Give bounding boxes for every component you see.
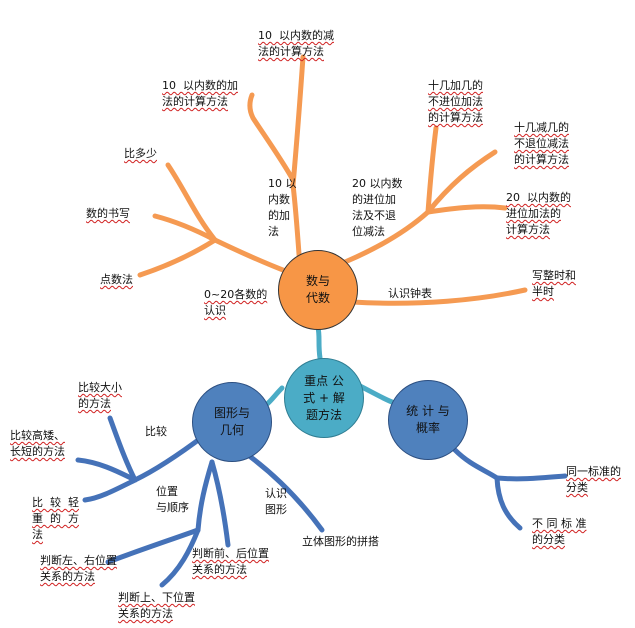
- branch-position-main: [195, 459, 215, 533]
- label-know-20: 0~20各数的 认识: [204, 288, 268, 317]
- branch-stats-main: [452, 447, 500, 481]
- branch-count-method: [137, 237, 218, 278]
- branch-teens-add: [425, 125, 439, 215]
- label-same-standard: 同一标准的 分类: [566, 465, 621, 494]
- label-compare-weight: 比 较 轻 重 的 方 法: [32, 496, 79, 541]
- label-clock: 认识钟表: [388, 287, 432, 300]
- label-count-method: 点数法: [100, 273, 133, 286]
- branch-same-standard: [494, 473, 568, 482]
- center-to-geometry-branch: [263, 385, 285, 408]
- label-solid-puzzle: 立体图形的拼搭: [302, 535, 379, 548]
- branch-know-shapes: [245, 452, 325, 533]
- statistics-label: 统 计 与 概率: [406, 404, 450, 435]
- label-sub10-subtract: 10 以内数的减 法的计算方法: [258, 29, 334, 58]
- label-up-down: 判断上、下位置 关系的方法: [118, 591, 195, 620]
- center-node-label: 重点 公 式 + 解 题方法: [303, 373, 345, 422]
- label-know-shapes: 认识 图形: [265, 487, 287, 516]
- branch-up-down: [159, 527, 201, 588]
- label-left-right: 判断左、右位置 关系的方法: [40, 554, 117, 583]
- branch-compare-more: [165, 162, 218, 243]
- branch-sub10-subtract: [290, 54, 306, 188]
- label-front-back: 判断前、后位置 关系的方法: [192, 547, 269, 576]
- label-position-order: 位置 与顺序: [156, 485, 189, 514]
- label-carry-add-20: 20 以内数的 进位加法的 计算方法: [506, 191, 571, 236]
- branch-clock: [349, 287, 528, 306]
- label-teens-add-sub: 20 以内数 的进位加 法及不退 位减法: [352, 177, 403, 238]
- label-add-sub-10: 10 以 内数 的加 法: [268, 177, 297, 238]
- branch-sub10-add: [247, 92, 296, 183]
- label-teens-sub: 十几减几的 不退位减法 的计算方法: [514, 121, 569, 166]
- statistics-node: 统 计 与 概率: [388, 380, 468, 460]
- branch-compare-weight: [82, 477, 138, 503]
- geometry-label: 图形与 几何: [213, 406, 250, 437]
- branch-write-numbers: [152, 213, 218, 243]
- branch-teens-main: [342, 209, 431, 265]
- label-diff-standard: 不 同 标 准 的分类: [532, 517, 587, 546]
- label-write-time: 写整时和 半时: [532, 269, 576, 298]
- geometry-node: 图形与 几何: [192, 382, 272, 462]
- label-compare-size: 比较大小 的方法: [78, 381, 122, 410]
- label-compare-height: 比较高矮、 长短的方法: [10, 429, 65, 458]
- branch-compare-size: [107, 415, 138, 483]
- branch-left-right: [105, 527, 201, 565]
- branch-teens-sub: [425, 149, 498, 215]
- label-sub10-add: 10 以内数的加 法的计算方法: [162, 79, 238, 108]
- label-teens-add: 十几加几的 不进位加法 的计算方法: [428, 79, 483, 124]
- label-write-numbers: 数的书写: [86, 207, 130, 220]
- numbers-algebra-node: 数与 代数: [278, 250, 358, 330]
- branch-compare-main: [132, 432, 208, 483]
- branch-front-back: [209, 459, 231, 548]
- branch-compare-height: [75, 457, 138, 483]
- branch-carry-add: [425, 204, 508, 215]
- numbers-algebra-label: 数与 代数: [305, 274, 330, 305]
- label-compare: 比较: [145, 425, 167, 438]
- center-to-numbers-branch: [315, 325, 323, 361]
- label-compare-more: 比多少: [124, 147, 157, 160]
- center-node: 重点 公 式 + 解 题方法: [284, 358, 364, 438]
- branch-diff-standard: [494, 475, 523, 531]
- branch-left-main: [212, 237, 291, 275]
